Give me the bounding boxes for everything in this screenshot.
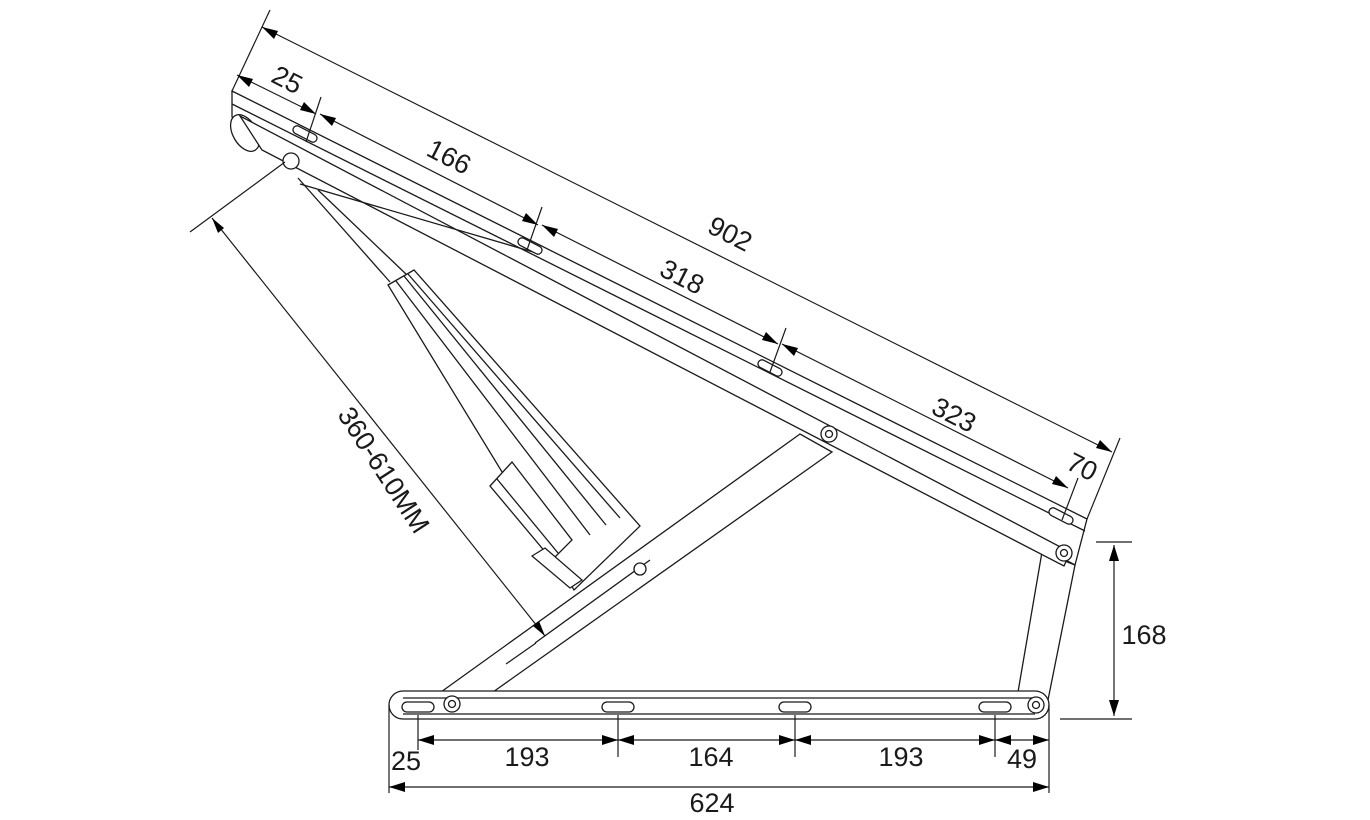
dim-top-first-offset-label: 25	[267, 60, 307, 100]
dim-bottom-end-offset-label: 49	[1007, 744, 1037, 774]
linear-actuator	[387, 269, 647, 592]
slot	[292, 125, 318, 143]
dim-top-total-label: 902	[703, 210, 757, 257]
pivot	[1027, 696, 1045, 714]
dim-actuator-stroke-label: 360-610MM	[332, 402, 436, 539]
slot	[757, 359, 783, 377]
rear-lift-arm	[1017, 551, 1076, 706]
pivot	[633, 562, 647, 576]
dim-top-span-1-label: 166	[422, 133, 476, 180]
actuator-motor	[489, 460, 573, 561]
dim-top-span-3-label: 323	[927, 391, 981, 438]
dimension-lines	[189, 9, 1132, 793]
slot	[401, 701, 435, 713]
slot	[978, 701, 1012, 713]
dim-bottom-span-2-label: 164	[688, 742, 733, 772]
slot	[601, 701, 635, 713]
top-rail-pivots	[282, 152, 1073, 562]
dim-bottom-span-3-label: 193	[878, 742, 923, 772]
slot	[1048, 507, 1074, 525]
pivot	[443, 695, 461, 713]
pivot	[1055, 544, 1073, 562]
dim-top-span-2-label: 318	[655, 253, 709, 300]
dim-bottom-total-label: 624	[689, 788, 734, 818]
dim-bottom-first-offset-label: 25	[391, 746, 421, 776]
diagonal-support-arm	[438, 433, 834, 693]
top-rail-slots	[292, 125, 1074, 525]
dim-height-label: 168	[1121, 620, 1166, 650]
dim-top-end-offset-label: 70	[1062, 447, 1102, 487]
actuator-bracket	[530, 547, 584, 589]
pivot	[820, 425, 838, 443]
slot	[778, 701, 812, 713]
actuator-rods	[297, 177, 408, 283]
bottom-base-rail	[388, 690, 1050, 720]
pivot	[282, 152, 300, 170]
dim-bottom-span-1-label: 193	[504, 742, 549, 772]
bottom-rail-pivots	[443, 695, 1045, 714]
top-frame-rail	[229, 89, 1088, 567]
slot	[517, 237, 543, 255]
bottom-rail-slots	[401, 701, 1012, 713]
